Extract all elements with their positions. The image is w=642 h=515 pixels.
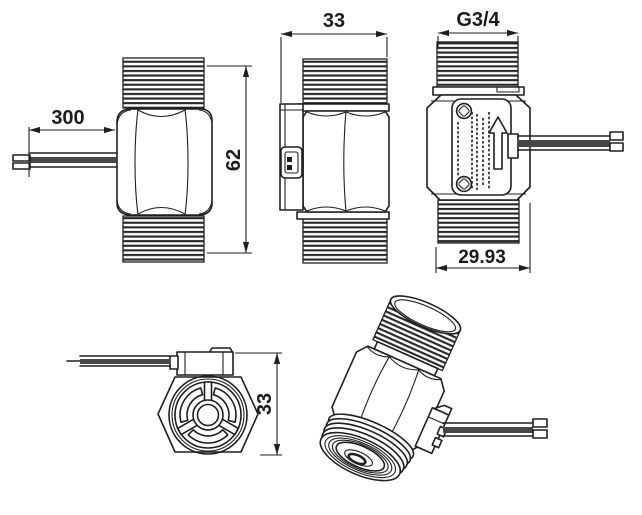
- bore-rim: [335, 441, 386, 472]
- dim-thread-label: G3/4: [456, 9, 500, 31]
- thread-band-top: [436, 41, 519, 88]
- wire-end: [609, 131, 624, 141]
- cable: [66, 355, 171, 367]
- cable: [507, 131, 624, 159]
- dimension-height: 62: [207, 65, 252, 254]
- rotor-spoke: [203, 381, 213, 402]
- wire-end: [609, 142, 624, 152]
- dimension-across-flats: 33: [235, 352, 282, 456]
- dim-depth-label: 33: [323, 10, 345, 32]
- wire-end: [12, 162, 31, 170]
- view-end: 33: [66, 347, 282, 456]
- turbine-rotor: [176, 381, 240, 444]
- thread-band-top: [302, 58, 388, 105]
- thread-band-top: [122, 57, 205, 109]
- connector-clip-icon: [280, 146, 303, 179]
- hex-body: [116, 108, 213, 216]
- dimension-depth: 33: [280, 10, 388, 103]
- cable-gland: [507, 133, 519, 159]
- dimension-thread: G3/4: [437, 9, 519, 47]
- label-micro-text-lines: [457, 112, 490, 190]
- screw-icon: [455, 175, 473, 193]
- wire-end: [532, 429, 548, 439]
- wire-end: [532, 418, 548, 428]
- thread-band-bottom: [437, 199, 520, 244]
- sensor-housing: [414, 404, 453, 455]
- view-front: G3/4 29.93: [426, 9, 624, 273]
- flange-lip-top: [296, 103, 390, 112]
- dim-width-label: 29.93: [458, 247, 506, 268]
- thread-band-bottom: [302, 218, 388, 264]
- flow-direction-arrow-icon: [488, 116, 508, 170]
- thread-relief: [432, 86, 525, 96]
- thread-band-bottom: [122, 215, 205, 263]
- cable: [12, 152, 118, 170]
- thread-band-bottom: [319, 413, 415, 482]
- view-isometric: [319, 295, 548, 482]
- bore-inner: [347, 452, 367, 466]
- thread-top-cap: [389, 295, 462, 335]
- sensor-housing: [169, 347, 234, 376]
- dim-cable-length-label: 300: [51, 107, 84, 129]
- view-side: 300 62: [12, 57, 252, 263]
- flange-lip-bottom: [296, 211, 390, 220]
- view-profile: 33: [279, 10, 390, 264]
- hex-body: [302, 110, 390, 213]
- screw-icon: [455, 102, 473, 120]
- wire-end: [12, 154, 31, 162]
- rotor-bore: [196, 403, 220, 427]
- dim-across-flats-label: 33: [254, 393, 276, 415]
- dimension-width: 29.93: [435, 203, 531, 273]
- dimension-cable-length: 300: [28, 107, 115, 177]
- cable: [442, 418, 548, 439]
- dim-height-label: 62: [223, 149, 245, 171]
- cable-gland: [169, 355, 179, 370]
- connector-clip-icon: [431, 436, 443, 449]
